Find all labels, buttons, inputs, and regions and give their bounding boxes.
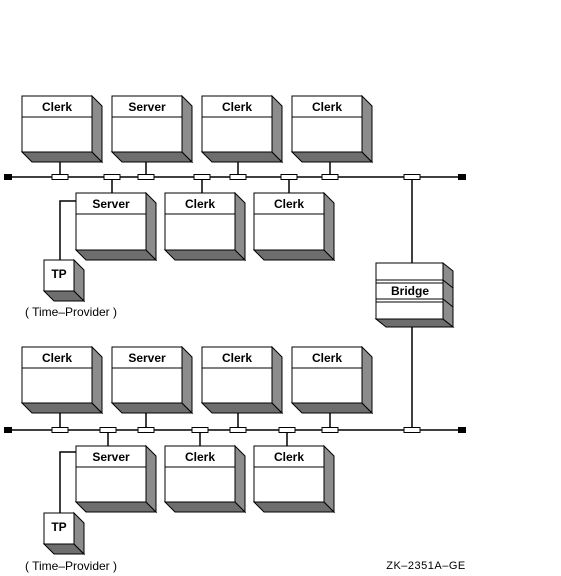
node-label: Clerk: [185, 197, 215, 211]
terminator-right: [458, 174, 466, 180]
lan-1: Clerk Server Clerk Clerk: [4, 94, 466, 319]
node-server: Server: [74, 191, 158, 262]
bridge: Bridge: [374, 261, 455, 430]
transceiver-taps: [51, 427, 421, 433]
node-server: Server: [74, 444, 158, 514]
node-label: Server: [128, 100, 166, 114]
terminator-left: [4, 427, 12, 433]
time-provider-node: TP: [42, 258, 86, 303]
bridge-label: Bridge: [391, 284, 429, 298]
lan-2: Clerk Server Clerk Clerk: [4, 345, 466, 573]
node-label: Clerk: [274, 197, 304, 211]
node-clerk: Clerk: [163, 444, 247, 514]
node-label: Clerk: [42, 100, 72, 114]
node-clerk: Clerk: [163, 191, 247, 262]
node-label: Clerk: [312, 100, 342, 114]
figure-code: ZK–2351A–GE: [386, 560, 466, 572]
time-provider-caption: ( Time–Provider ): [25, 305, 117, 319]
node-clerk: Clerk: [200, 345, 284, 415]
node-clerk: Clerk: [290, 94, 374, 164]
node-label: Clerk: [222, 351, 252, 365]
node-server: Server: [110, 345, 194, 415]
node-label: Clerk: [312, 351, 342, 365]
node-clerk: Clerk: [290, 345, 374, 415]
tp-label: TP: [51, 267, 66, 281]
tp-connector-line: [59, 451, 76, 513]
terminator-left: [4, 174, 12, 180]
time-provider-node: TP: [42, 511, 86, 556]
node-label: Clerk: [274, 450, 304, 464]
node-clerk: Clerk: [200, 94, 284, 164]
node-label: Server: [92, 197, 130, 211]
node-label: Clerk: [42, 351, 72, 365]
node-clerk: Clerk: [252, 444, 336, 514]
node-label: Clerk: [222, 100, 252, 114]
node-label: Server: [92, 450, 130, 464]
node-label: Server: [128, 351, 166, 365]
node-clerk: Clerk: [252, 191, 336, 262]
node-server: Server: [110, 94, 194, 164]
terminator-right: [458, 427, 466, 433]
time-provider-caption: ( Time–Provider ): [25, 559, 117, 573]
tp-label: TP: [51, 520, 66, 534]
tp-connector-line: [59, 200, 76, 260]
transceiver-taps: [51, 174, 421, 180]
node-label: Clerk: [185, 450, 215, 464]
node-clerk: Clerk: [20, 94, 104, 164]
node-clerk: Clerk: [20, 345, 104, 415]
